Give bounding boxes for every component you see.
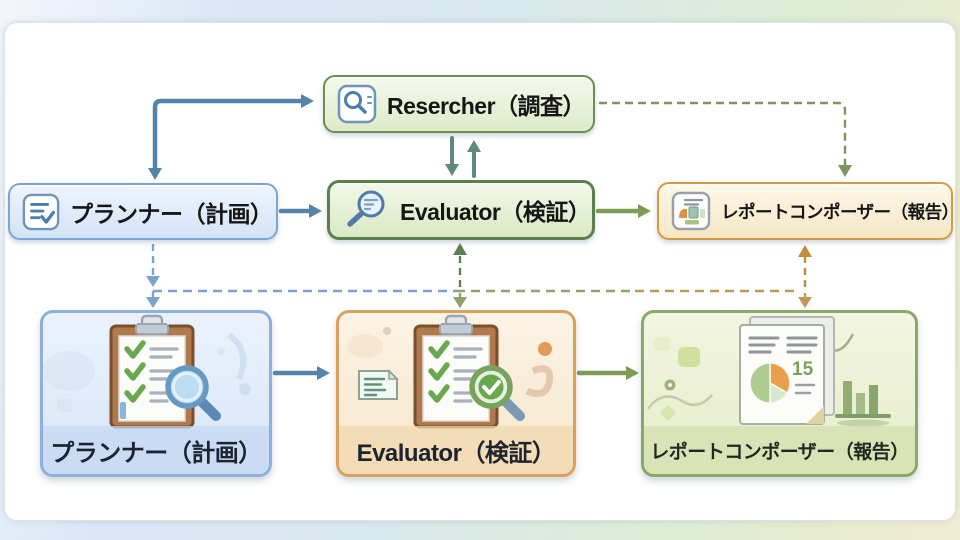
node-planner-label: プランナー（計画） <box>70 200 273 227</box>
card-evaluator-label: Evaluator（検証） <box>339 426 573 474</box>
node-evaluator: Evaluator（検証） <box>327 180 595 240</box>
search-icon <box>337 84 377 124</box>
node-report-composer: レポートコンポーザー（報告） <box>657 182 959 240</box>
card-planner-label: プランナー（計画） <box>43 426 269 474</box>
node-planner: プランナー（計画） <box>8 183 278 240</box>
note-icon <box>358 369 399 400</box>
node-researcher-label: Resercher（調査） <box>387 93 586 119</box>
checklist-icon <box>22 193 60 231</box>
evaluator-illustration <box>347 314 554 429</box>
card-report-composer: 15 レポートコンポーザー（報告） <box>641 310 918 477</box>
bar-chart-sketch <box>835 381 891 427</box>
report-layout-icon <box>671 191 711 231</box>
magnifier-lines-icon <box>342 189 390 231</box>
report-illustration: 15 <box>646 316 891 427</box>
report-badge-number: 15 <box>792 359 814 380</box>
node-researcher: Resercher（調査） <box>323 75 595 133</box>
card-report-composer-label: レポートコンポーザー（報告） <box>644 426 915 474</box>
planner-illustration <box>43 314 251 429</box>
node-report-composer-label: レポートコンポーザー（報告） <box>721 201 959 222</box>
card-evaluator: Evaluator（検証） <box>336 310 576 477</box>
card-planner: プランナー（計画） <box>40 310 272 477</box>
node-evaluator-label: Evaluator（検証） <box>400 199 591 225</box>
report-pages: 15 <box>739 316 835 425</box>
magnifier-check <box>469 365 525 421</box>
magnifier-blue <box>165 365 221 421</box>
